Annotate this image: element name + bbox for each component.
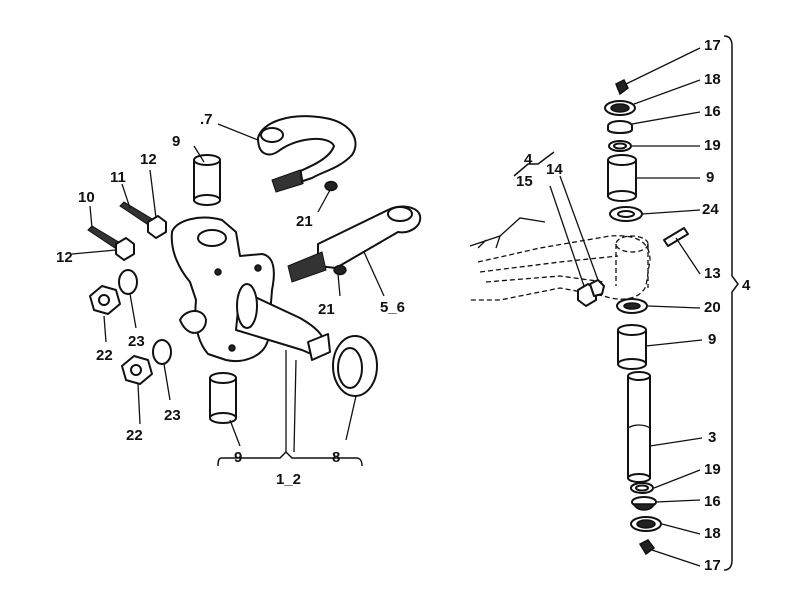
seal-8 xyxy=(332,335,378,397)
pin-13 xyxy=(663,227,689,247)
washer-23-top xyxy=(118,269,138,295)
label-20: 20 xyxy=(704,299,721,316)
label-17-bottom: 17 xyxy=(704,557,721,574)
label-4-right: 4 xyxy=(742,277,751,294)
label-18-bottom: 18 xyxy=(704,525,721,542)
label-3: 3 xyxy=(708,429,716,446)
nut-22-bottom xyxy=(121,355,153,385)
label-10: 10 xyxy=(78,189,95,206)
label-9-bottom: 9 xyxy=(234,449,242,466)
label-19-bottom: 19 xyxy=(704,461,721,478)
stub-axle-knuckle-1-2 xyxy=(170,216,331,362)
thrust-16-bottom xyxy=(631,496,657,511)
steering-arm-5-6 xyxy=(287,205,422,283)
label-22-top: 22 xyxy=(96,347,113,364)
nut-12-left xyxy=(115,237,135,261)
label-23-top: 23 xyxy=(128,333,145,350)
ring-19-top xyxy=(608,140,632,152)
nut-14 xyxy=(589,279,605,297)
key-21-top xyxy=(324,180,338,192)
label-21-top: 21 xyxy=(296,213,313,230)
seal-20 xyxy=(616,298,648,314)
nut-22-top xyxy=(89,285,121,315)
label-22-bottom: 22 xyxy=(126,427,143,444)
axle-beam xyxy=(469,217,651,301)
bushing-9-right-mid xyxy=(617,324,647,370)
label-14: 14 xyxy=(546,161,563,178)
label-9-right-mid: 9 xyxy=(708,331,716,348)
grease-nipple-17-top xyxy=(615,78,629,96)
label-13: 13 xyxy=(704,265,721,282)
label-23-bottom: 23 xyxy=(164,407,181,424)
cap-18-bottom xyxy=(630,516,662,532)
label-12-left: 12 xyxy=(56,249,73,266)
grease-nipple-17-bottom xyxy=(638,539,656,556)
label-12-top: 12 xyxy=(140,151,157,168)
bushing-9-bottom xyxy=(209,372,237,424)
label-16-top: 16 xyxy=(704,103,721,120)
label-24: 24 xyxy=(702,201,719,218)
nut-12-top xyxy=(147,215,167,239)
label-16-bottom: 16 xyxy=(704,493,721,510)
cap-18-top xyxy=(604,100,636,116)
label-18-top: 18 xyxy=(704,71,721,88)
steering-arm-7 xyxy=(257,115,357,193)
bushing-9-top xyxy=(193,154,221,206)
label-21-bottom: 21 xyxy=(318,301,335,318)
label-17-top: 17 xyxy=(704,37,721,54)
label-4-left: 4 xyxy=(524,151,533,168)
label-9-right-top: 9 xyxy=(706,169,714,186)
label-8: 8 xyxy=(332,449,340,466)
label-9-top: 9 xyxy=(172,133,180,150)
key-21-bottom xyxy=(333,264,347,276)
label-5-6: 5_6 xyxy=(380,299,405,316)
label-7: .7 xyxy=(200,111,213,128)
label-1-2: 1_2 xyxy=(276,471,301,488)
label-19-top: 19 xyxy=(704,137,721,154)
washer-23-bottom xyxy=(152,339,172,365)
washer-24 xyxy=(609,206,643,222)
ring-19-bottom xyxy=(630,482,654,494)
king-pin-3 xyxy=(627,371,651,483)
label-11: 11 xyxy=(110,169,126,186)
thrust-16-top xyxy=(607,120,633,134)
label-15: 15 xyxy=(516,173,533,190)
bushing-9-right-top xyxy=(607,154,637,202)
